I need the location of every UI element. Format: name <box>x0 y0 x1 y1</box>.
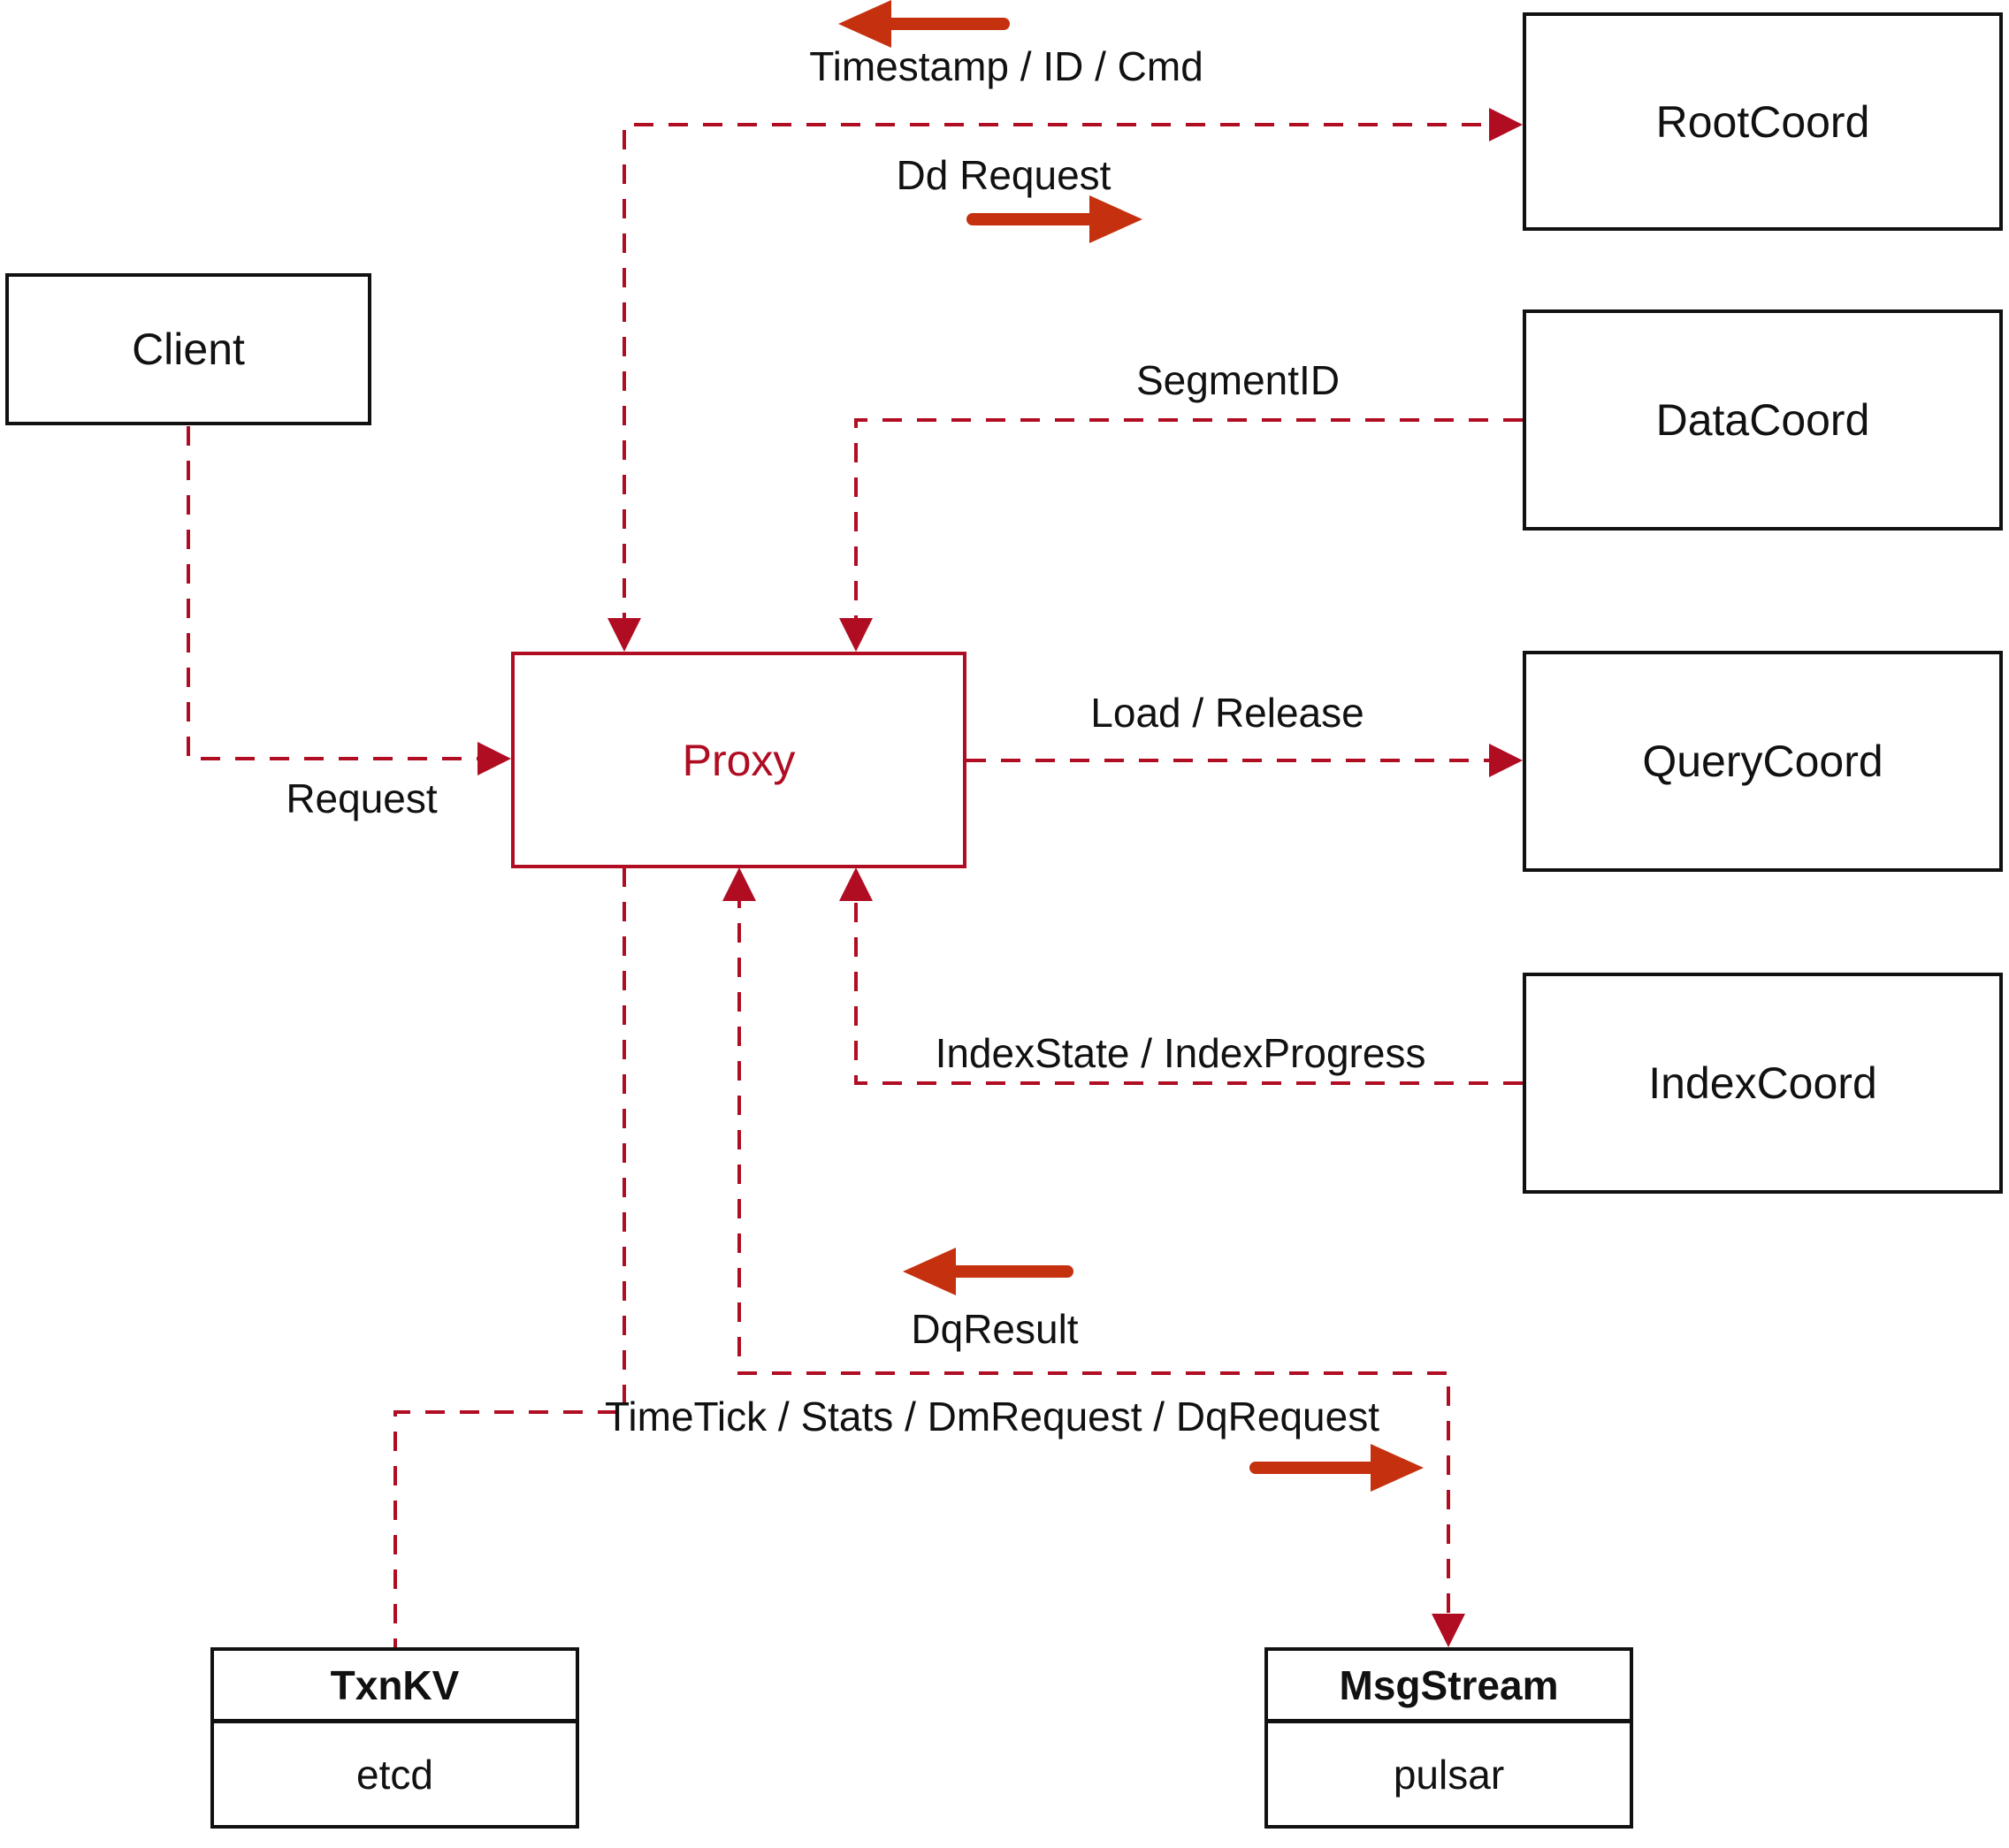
node-rootcoord: RootCoord <box>1523 12 2003 231</box>
timestamp-response-arrow-icon <box>838 0 1010 48</box>
querycoord-label: QueryCoord <box>1642 737 1883 786</box>
arrowhead-into-proxy-top-left-icon <box>607 618 641 652</box>
edge-label-timetick-stats: TimeTick / Stats / DmRequest / DqRequest <box>605 1394 1379 1439</box>
client-label: Client <box>132 325 245 374</box>
node-indexcoord: IndexCoord <box>1523 973 2003 1194</box>
edge-label-segment-id: SegmentID <box>1135 357 1341 403</box>
arrowhead-into-proxy-left-icon <box>477 742 511 775</box>
node-proxy: Proxy <box>511 652 966 868</box>
arrowhead-into-proxy-bottom-left-icon <box>722 867 756 901</box>
node-msgstream: MsgStream pulsar <box>1264 1647 1633 1829</box>
edge-label-load-release: Load / Release <box>1090 690 1364 736</box>
edge-label-index-state-progress: IndexState / IndexProgress <box>935 1030 1426 1076</box>
node-datacoord: DataCoord <box>1523 309 2003 531</box>
node-txnkv: TxnKV etcd <box>210 1647 579 1829</box>
edge-indexcoord-proxy <box>839 867 1523 1085</box>
arrowhead-into-rootcoord-icon <box>1489 108 1523 141</box>
edge-proxy-querycoord <box>966 744 1523 777</box>
txnkv-value: etcd <box>356 1751 433 1798</box>
indexcoord-label: IndexCoord <box>1648 1058 1877 1108</box>
rootcoord-label: RootCoord <box>1655 96 1870 147</box>
arrowhead-into-querycoord-icon <box>1489 744 1523 777</box>
arrowhead-into-proxy-bottom-right-icon <box>839 867 873 901</box>
edge-proxy-rootcoord <box>607 108 1523 652</box>
timetick-request-arrow-icon <box>1249 1444 1424 1492</box>
edge-label-timestamp-id-cmd: Timestamp / ID / Cmd <box>809 43 1203 89</box>
datacoord-label: DataCoord <box>1655 395 1870 445</box>
proxy-label: Proxy <box>682 735 796 785</box>
edge-label-request: Request <box>286 775 438 821</box>
msgstream-value: pulsar <box>1393 1751 1505 1798</box>
arrowhead-into-msgstream-icon <box>1432 1614 1465 1647</box>
edge-label-dq-result: DqResult <box>911 1306 1079 1352</box>
dd-request-arrow-icon <box>966 195 1142 243</box>
arrowhead-into-proxy-top-right-icon <box>839 618 873 652</box>
edge-proxy-txnkv <box>393 867 626 1647</box>
edge-label-dd-request: Dd Request <box>896 152 1111 198</box>
msgstream-title: MsgStream <box>1268 1651 1630 1723</box>
edge-client-proxy <box>187 426 511 775</box>
edge-proxy-msgstream <box>722 867 1465 1647</box>
edge-datacoord-proxy <box>839 418 1523 652</box>
node-client: Client <box>5 273 371 425</box>
node-querycoord: QueryCoord <box>1523 651 2003 872</box>
dq-result-arrow-icon <box>903 1248 1073 1295</box>
txnkv-title: TxnKV <box>214 1651 576 1723</box>
